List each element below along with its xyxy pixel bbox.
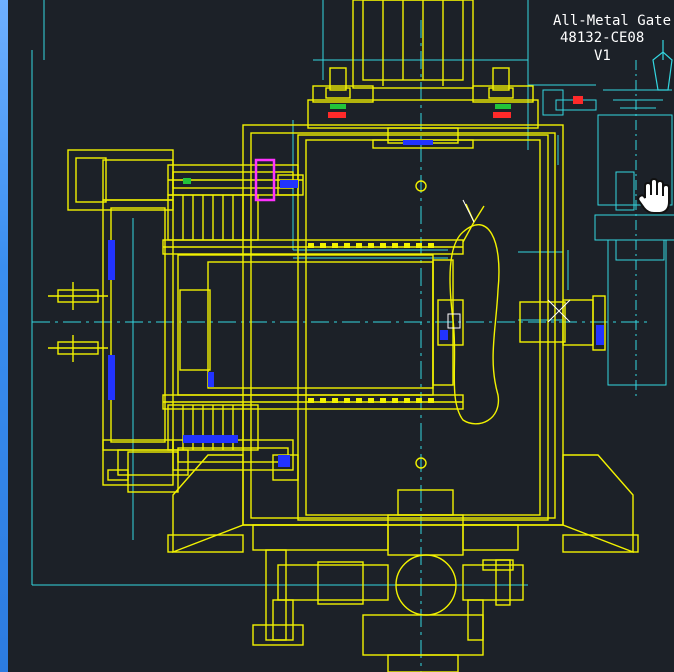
flange-seal-accents (183, 96, 583, 184)
shaft-bolt-rows (308, 243, 434, 403)
white-markers (447, 199, 571, 329)
valve-body-geometry (48, 0, 639, 672)
hand-pan-icon (637, 177, 670, 214)
lower-bellows (167, 404, 259, 451)
drawing-title-line1: All-Metal Gate Va (553, 13, 674, 29)
upper-bellows (167, 194, 259, 241)
drawing-version: V1 (594, 48, 611, 64)
magenta-flange-part (254, 158, 276, 202)
handwheel-icon (652, 40, 673, 91)
blue-accent-parts (108, 140, 604, 467)
drawing-number: 48132-CE08 (560, 30, 645, 46)
cad-drawing (31, 0, 674, 672)
cad-drawing-canvas[interactable]: All-Metal Gate Va 48132-CE08 V1 (8, 0, 674, 672)
